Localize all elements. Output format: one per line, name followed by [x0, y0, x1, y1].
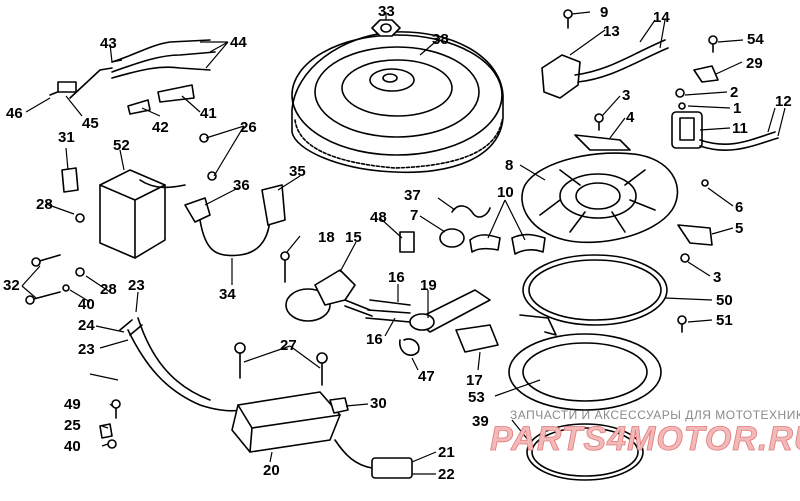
part-number-labels: 33 38 9 13 14 54 29 2 1 12 3 4 11 8 10 3…	[3, 3, 792, 483]
label-33: 33	[378, 3, 395, 20]
label-51: 51	[716, 312, 733, 329]
label-1: 1	[733, 100, 741, 117]
label-18: 18	[318, 229, 335, 246]
label-10: 10	[497, 184, 514, 201]
label-15: 15	[345, 229, 362, 246]
label-7: 7	[410, 207, 418, 224]
label-13: 13	[603, 23, 620, 40]
label-28a: 28	[36, 196, 53, 213]
support-ring	[508, 333, 662, 411]
grommets-hoses	[439, 205, 546, 255]
label-16a: 16	[388, 269, 405, 286]
label-41: 41	[200, 105, 217, 122]
leader-lines	[21, 11, 786, 475]
label-4: 4	[626, 109, 635, 126]
label-3a: 3	[622, 87, 630, 104]
label-6: 6	[735, 199, 743, 216]
label-21: 21	[438, 444, 455, 461]
label-38: 38	[432, 31, 449, 48]
label-40a: 40	[78, 296, 95, 313]
label-20: 20	[263, 462, 280, 479]
label-49: 49	[64, 396, 81, 413]
label-40b: 40	[64, 438, 81, 455]
label-5: 5	[735, 220, 743, 237]
label-26: 26	[240, 119, 257, 136]
label-24: 24	[78, 317, 95, 334]
label-42: 42	[152, 119, 169, 136]
sensor-coil	[541, 39, 669, 99]
label-22: 22	[438, 466, 455, 483]
watermark: ЗАПЧАСТИ И АКСЕССУАРЫ ДЛЯ МОТОТЕХНИКИ PA…	[490, 408, 800, 458]
label-11: 11	[732, 120, 748, 137]
label-36: 36	[233, 177, 250, 194]
label-48: 48	[370, 209, 387, 226]
label-46: 46	[6, 105, 23, 122]
label-8: 8	[505, 157, 513, 174]
coupler	[455, 324, 499, 353]
label-28b: 28	[100, 281, 117, 298]
label-14: 14	[653, 9, 670, 26]
label-29: 29	[746, 55, 763, 72]
retainer-ring	[519, 254, 668, 336]
label-32: 32	[3, 277, 20, 294]
clip	[157, 84, 195, 103]
spark-plug-wire	[184, 184, 286, 257]
label-17: 17	[466, 372, 483, 389]
watermark-logo: PARTS4MOTOR.RU	[490, 420, 800, 458]
label-9: 9	[600, 4, 608, 21]
label-23a: 23	[128, 277, 145, 294]
charge-coil	[671, 111, 779, 151]
label-43: 43	[100, 35, 117, 52]
label-30: 30	[370, 395, 387, 412]
cam-follower	[677, 224, 713, 246]
screws	[25, 9, 719, 449]
label-25: 25	[64, 417, 81, 434]
label-52: 52	[113, 137, 130, 154]
power-pack	[99, 169, 186, 259]
timer-base	[285, 269, 373, 322]
label-44: 44	[230, 34, 247, 51]
clamp	[399, 231, 415, 253]
spacer-ring	[526, 423, 644, 481]
label-3b: 3	[713, 269, 721, 286]
label-53: 53	[468, 389, 485, 406]
label-23b: 23	[78, 341, 95, 358]
label-16b: 16	[366, 331, 383, 348]
label-45: 45	[82, 115, 99, 132]
clip-small	[127, 99, 151, 115]
label-34: 34	[219, 286, 236, 303]
connectors	[365, 299, 411, 323]
flywheel-nut	[371, 19, 401, 37]
bracket	[574, 134, 631, 151]
label-12: 12	[775, 93, 792, 110]
wire-clamp	[61, 167, 79, 193]
label-54: 54	[747, 31, 764, 48]
label-35: 35	[289, 163, 306, 180]
ring-clip	[399, 338, 420, 356]
label-47: 47	[418, 368, 435, 385]
label-39: 39	[472, 413, 489, 430]
label-19: 19	[420, 277, 437, 294]
label-37: 37	[404, 187, 421, 204]
flywheel	[291, 31, 504, 174]
label-50: 50	[716, 292, 733, 309]
throttle-cam	[409, 289, 491, 333]
cdi-module	[119, 317, 413, 479]
label-27: 27	[280, 337, 297, 354]
stator-plate	[521, 152, 679, 244]
spark-plug-leads	[49, 39, 216, 99]
label-31: 31	[58, 129, 75, 146]
label-2: 2	[730, 84, 738, 101]
watermark-caption: ЗАПЧАСТИ И АКСЕССУАРЫ ДЛЯ МОТОТЕХНИКИ	[510, 408, 800, 422]
